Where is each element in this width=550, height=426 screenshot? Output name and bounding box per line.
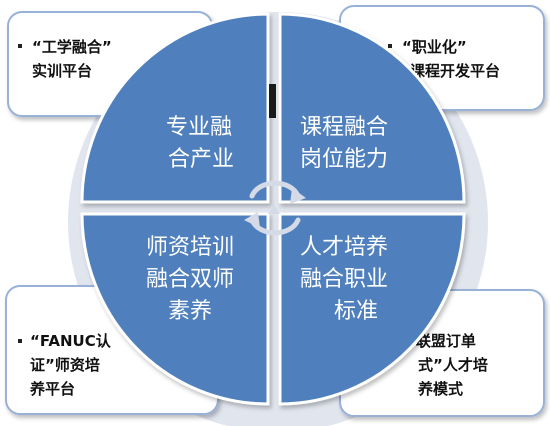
corner-text-bottom-left: “FANUC认 证”师资培 养平台: [29, 332, 116, 398]
quadrant-group: [80, 12, 466, 406]
bullet-top-right: [388, 44, 392, 48]
bullet-top-left: [18, 44, 22, 48]
cycle-arrowheads: [244, 188, 306, 228]
quadrant-text-bottom-left: 师资培训 融合双师 素养: [146, 235, 241, 324]
bullet-bottom-left: [18, 339, 22, 343]
quadrant-bottom-left: [80, 212, 270, 406]
corner-text-top-left: “工学融合” 实训平台: [32, 38, 117, 80]
quadrant-text-top-left: 专业融 合产业: [166, 115, 239, 172]
quadrant-bottom-right: [278, 212, 466, 406]
corner-text-bottom-right: “联盟订单 式”人才培 养模式: [406, 332, 493, 398]
quadrant-top-left: [80, 12, 270, 204]
corner-text-top-right: “职业化” 课程开发平台: [402, 38, 500, 80]
center-marker: [269, 84, 276, 118]
quadrant-text-top-right: 课程融合 岗位能力: [300, 115, 395, 172]
quadrant-top-right: [278, 12, 466, 204]
quadrant-text-bottom-right: 人才培养 融合职业 标准: [300, 235, 395, 324]
